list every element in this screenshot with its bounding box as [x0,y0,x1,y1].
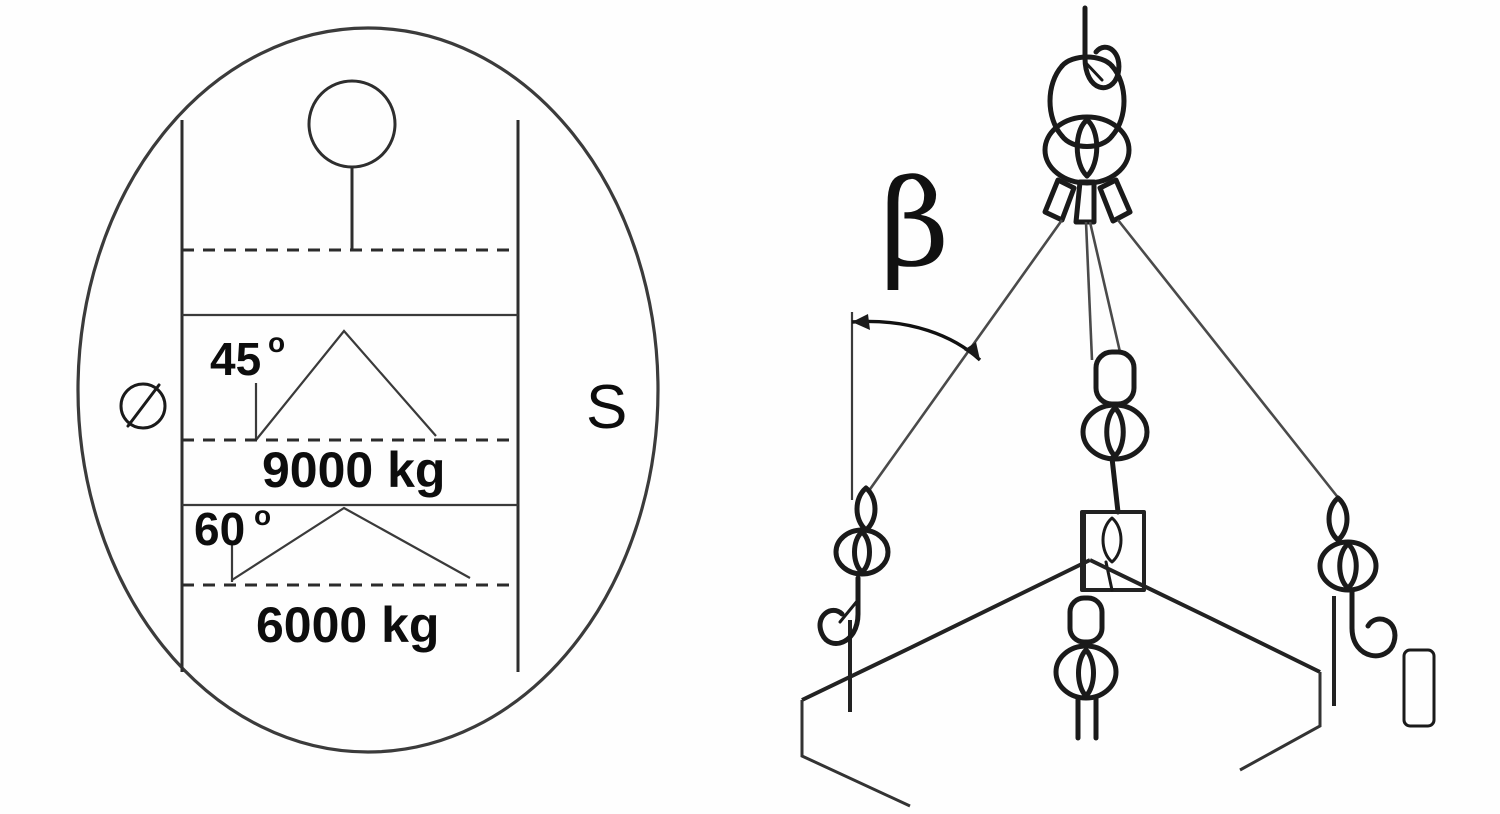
sling-leg-right [1116,219,1342,501]
angle-degree-mark-45: o [268,327,285,358]
angle-arrow-left [852,314,870,330]
load-hook-left [817,575,861,646]
sling-leg-left [866,219,1064,493]
master-link-ring-icon [307,79,397,169]
tag-drawing: 45 o 9000 kg 60 o 6000 kg [76,26,660,754]
load-top-edge-right [1089,558,1321,674]
capacity-label-6000: 6000 kg [256,597,439,653]
crane-hook-assembly [1047,5,1127,149]
chain-link-center [1093,349,1137,407]
load-box [800,512,1336,808]
sling-leg-center-back [1084,221,1094,361]
center-leg-hardware [1080,349,1150,592]
angle-beta-annotation: β [850,155,982,500]
angle-label-60: 60 [194,503,245,555]
rigging-drawing: β [800,5,1436,808]
load-front-edge-right [1239,672,1322,772]
identification-tag [1402,648,1436,728]
left-leg-hook-assembly [817,485,891,646]
load-front-edge-left [800,700,911,808]
load-hook-right [1349,589,1398,659]
diameter-symbol-icon [119,382,167,430]
rigging-diagram-panel: β [740,0,1500,814]
center-front-hook-assembly [1053,595,1119,741]
right-leg-hook-assembly [1317,495,1436,728]
beta-symbol-label: β [880,155,949,294]
angle-arc [851,319,982,362]
sling-angle-45-shape [255,329,437,441]
sling-capacity-tag-panel: 45 o 9000 kg 60 o 6000 kg [0,0,740,814]
grade-mark-label: S [586,373,627,442]
tag-outline-ellipse [76,26,660,754]
connector-ring-center [1080,402,1150,462]
shortening-clutch [1080,510,1146,592]
angle-arrow-right [964,342,980,360]
angle-degree-mark-60: o [254,500,271,531]
sling-leg-center-front [1088,221,1122,353]
angle-label-45: 45 [210,333,261,385]
sling-angle-60-shape [231,506,471,581]
load-top-edge-left [801,558,1091,702]
master-link-sublinks [1042,177,1133,225]
chain-link-front [1067,595,1105,645]
capacity-label-9000: 9000 kg [262,442,445,498]
master-link-icon [1042,114,1132,186]
